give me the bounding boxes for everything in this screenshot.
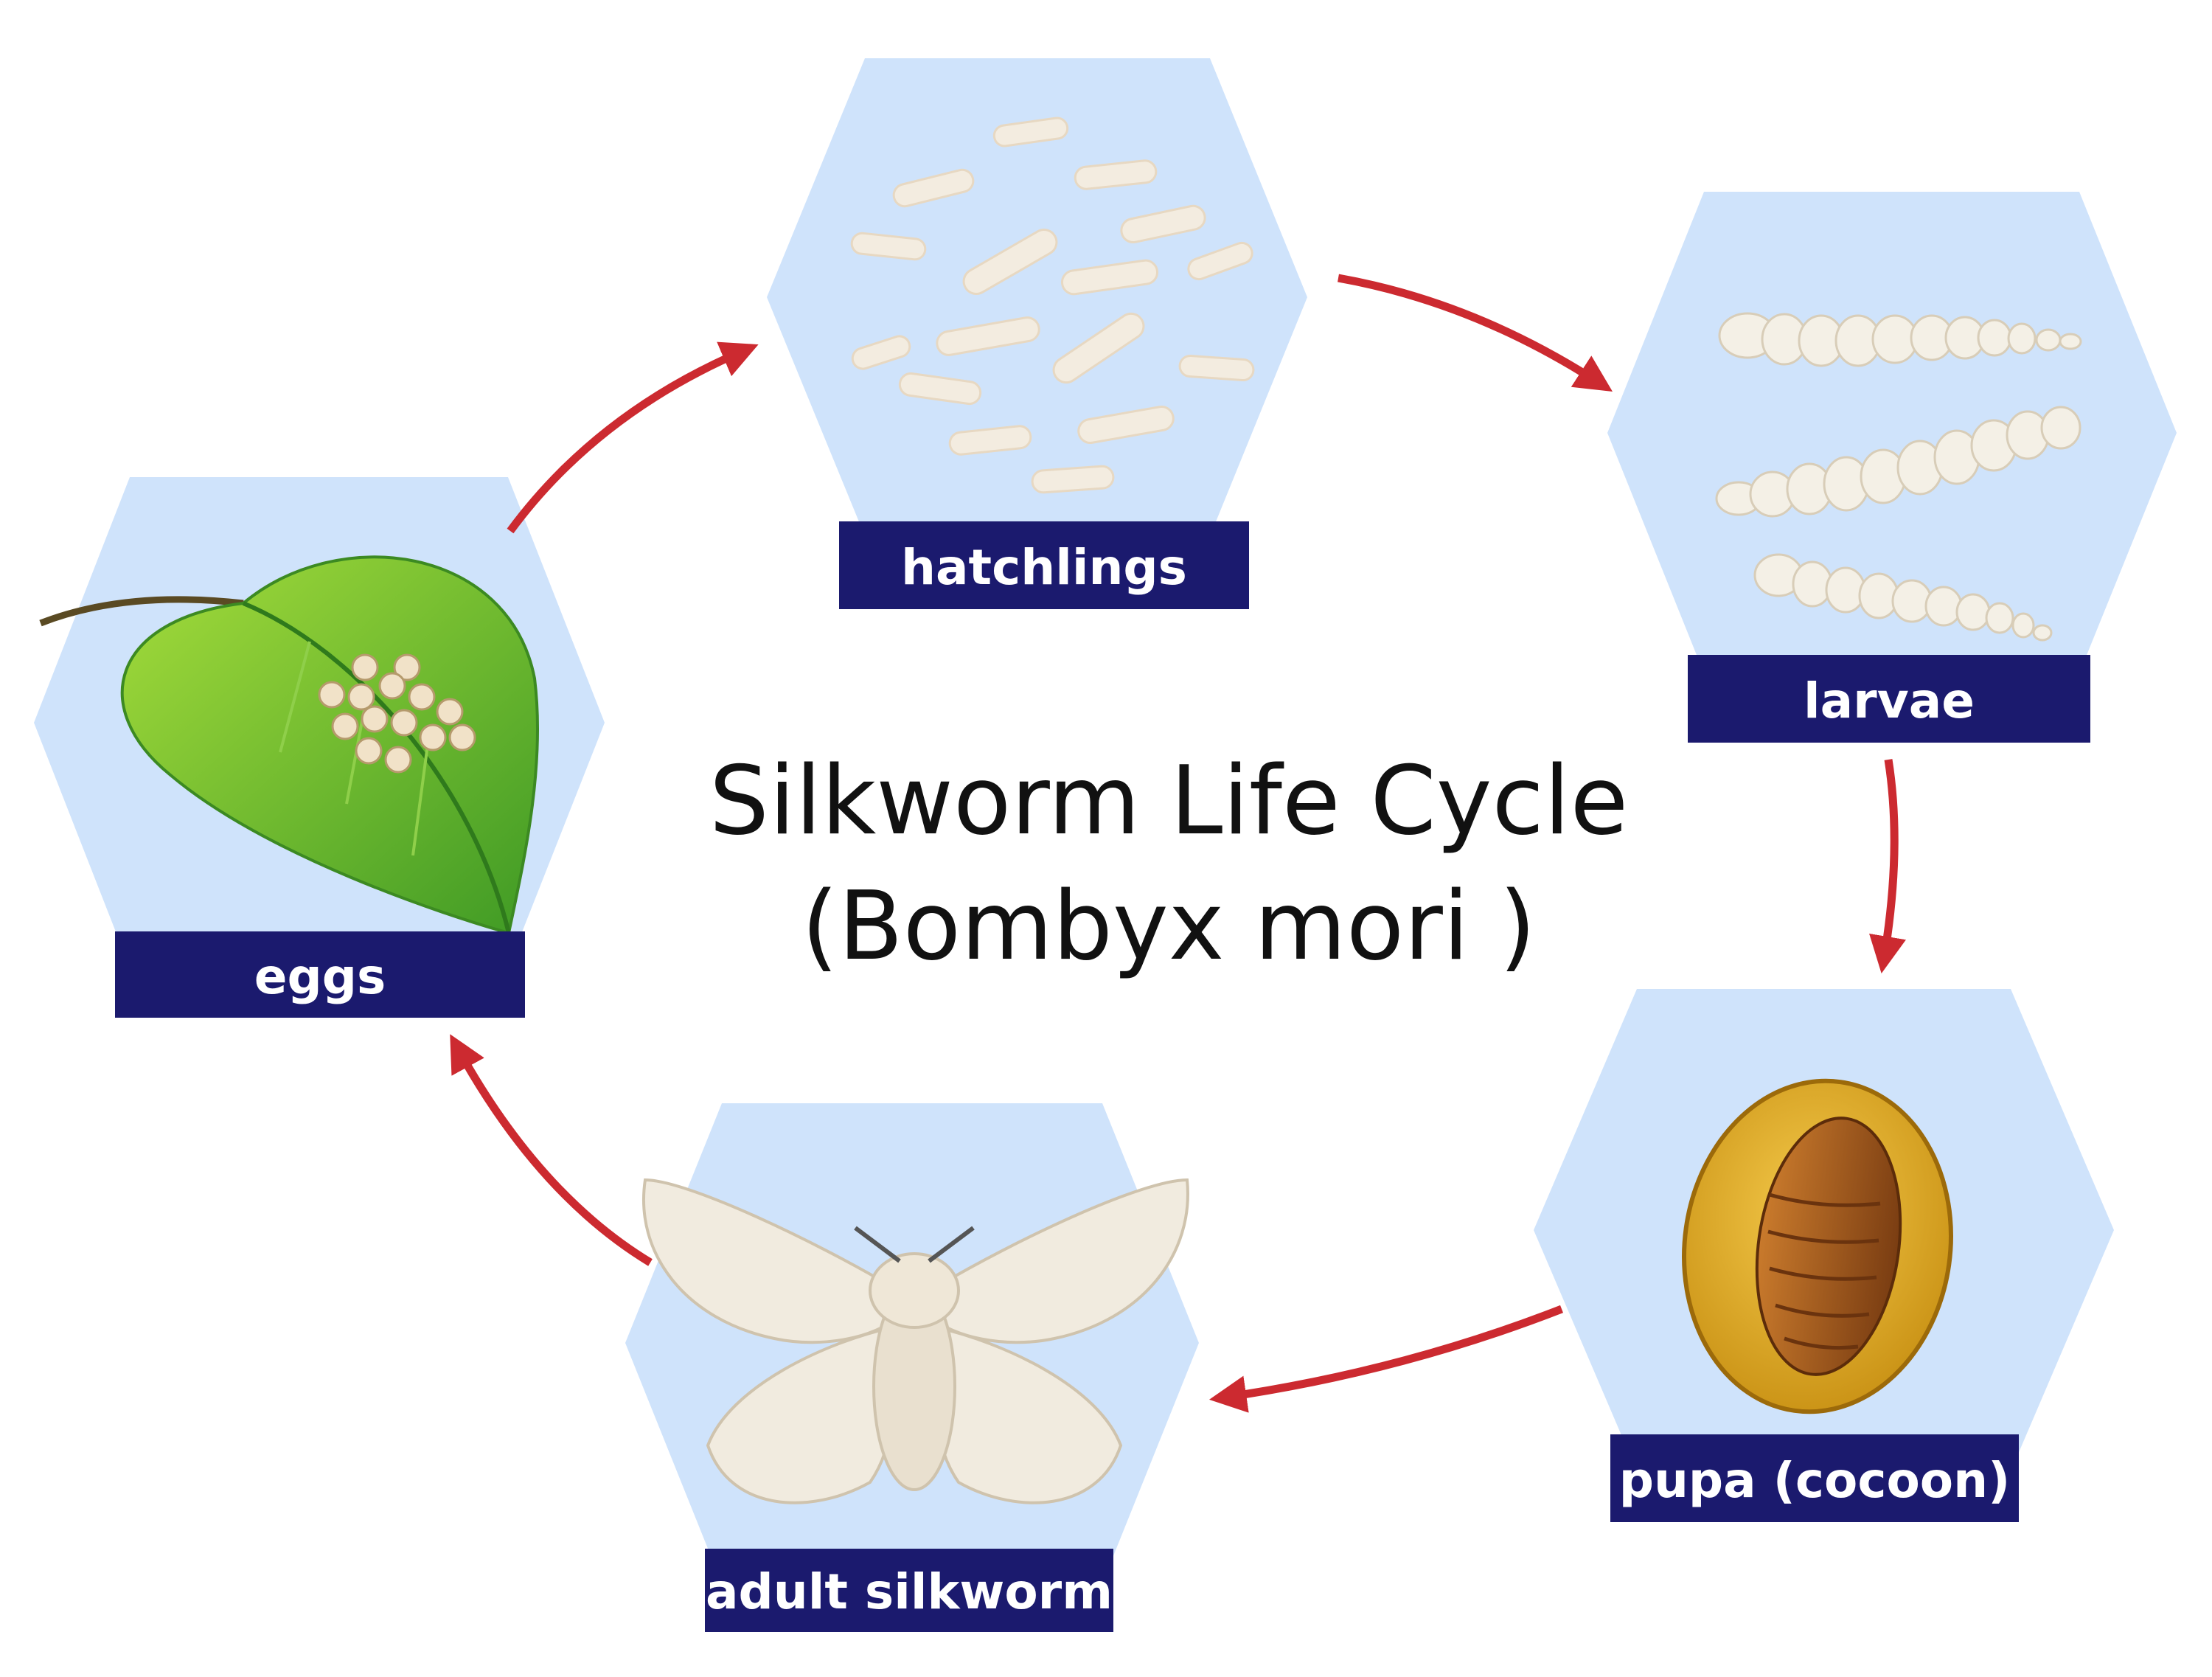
arrow-adult-to-eggs (450, 1034, 653, 1266)
title-line-1: Silkworm Life Cycle (709, 746, 1628, 856)
hexagon-larvae (1607, 192, 2177, 673)
title-line-2: (Bombyx mori ) (801, 872, 1536, 982)
label-larvae-text: larvae (1804, 673, 1975, 729)
hatchlings-icon (850, 117, 1255, 494)
cocoon-icon (1682, 1078, 1953, 1414)
moth-icon (642, 1178, 1189, 1504)
arrow-larvae-to-pupa (1869, 759, 1906, 973)
label-adult-text: adult silkworm (706, 1563, 1113, 1620)
label-adult: adult silkworm (705, 1549, 1113, 1632)
arrow-pupa-to-adult (1208, 1305, 1563, 1413)
label-hatchlings-text: hatchlings (901, 539, 1187, 596)
larvae-icon (1715, 312, 2082, 642)
arrow-hatchlings-to-larvae (1338, 274, 1613, 392)
arrow-eggs-to-hatchlings (507, 341, 759, 534)
leaf-with-eggs-icon (39, 555, 540, 935)
label-larvae: larvae (1688, 655, 2090, 743)
label-hatchlings: hatchlings (839, 521, 1249, 609)
label-eggs: eggs (115, 931, 525, 1018)
label-pupa-text: pupa (cocoon) (1619, 1452, 2011, 1509)
label-pupa: pupa (cocoon) (1610, 1434, 2019, 1522)
label-eggs-text: eggs (254, 948, 386, 1005)
